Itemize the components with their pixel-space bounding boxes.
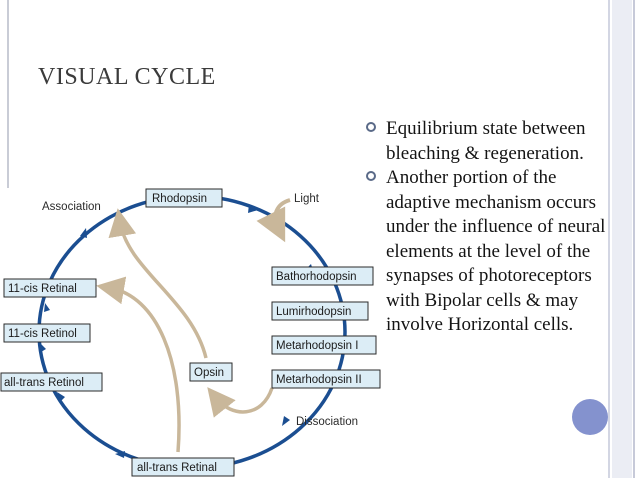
dissociation-arrow bbox=[207, 387, 274, 418]
all-trans-retinol-box: all-trans Retinol bbox=[0, 372, 103, 392]
svg-text:Bathorhodopsin: Bathorhodopsin bbox=[276, 271, 357, 283]
cycle-arrowhead bbox=[115, 451, 125, 458]
retinal-isomerization-arrow bbox=[96, 276, 181, 453]
svg-text:Lumirhodopsin: Lumirhodopsin bbox=[276, 306, 351, 318]
bathorhodopsin-box: Bathorhodopsin bbox=[271, 266, 374, 286]
visual-cycle-diagram: Association Light Dissociation Rhodopsin… bbox=[0, 188, 381, 477]
svg-text:Rhodopsin: Rhodopsin bbox=[152, 193, 207, 205]
cycle-arrowhead bbox=[40, 343, 46, 352]
bullet-list: Equilibrium state between bleaching & re… bbox=[366, 117, 622, 338]
left-accent-rule bbox=[7, 0, 9, 188]
svg-text:Metarhodopsin I: Metarhodopsin I bbox=[276, 340, 358, 352]
association-label: Association bbox=[42, 201, 101, 213]
slide-nav-dot[interactable] bbox=[572, 399, 608, 435]
metarhodopsin-2-box: Metarhodopsin II bbox=[271, 369, 381, 389]
hollow-circle-bullet-icon bbox=[366, 122, 376, 132]
stripe bbox=[633, 0, 635, 478]
cis-retinal-box: 11-cis Retinal bbox=[3, 278, 97, 298]
svg-text:Opsin: Opsin bbox=[194, 367, 224, 379]
cis-retinol-box: 11-cis Retinol bbox=[3, 323, 91, 343]
light-label: Light bbox=[294, 193, 320, 205]
stripe bbox=[612, 0, 632, 478]
svg-text:11-cis Retinal: 11-cis Retinal bbox=[8, 283, 77, 295]
slide-title: VISUAL CYCLE bbox=[38, 64, 216, 90]
opsin-box: Opsin bbox=[189, 362, 233, 382]
bullet-text: Another portion of the adaptive mechanis… bbox=[386, 167, 606, 335]
rhodopsin-box: Rhodopsin bbox=[145, 188, 223, 208]
light-arrow bbox=[256, 198, 291, 243]
cycle-arrowhead bbox=[282, 416, 290, 426]
all-trans-retinal-box: all-trans Retinal bbox=[131, 457, 235, 477]
bullet-text: Equilibrium state between bleaching & re… bbox=[386, 118, 586, 164]
hollow-circle-bullet-icon bbox=[366, 171, 376, 181]
dissociation-label: Dissociation bbox=[296, 416, 358, 428]
opsin-to-rhodopsin-arrow bbox=[108, 208, 208, 359]
bullet-item: Equilibrium state between bleaching & re… bbox=[366, 117, 622, 166]
stripe bbox=[608, 0, 610, 478]
right-decoration bbox=[600, 0, 638, 478]
svg-text:all-trans Retinol: all-trans Retinol bbox=[4, 377, 84, 389]
svg-text:Metarhodopsin II: Metarhodopsin II bbox=[276, 374, 362, 386]
metarhodopsin-1-box: Metarhodopsin I bbox=[271, 335, 377, 355]
lumirhodopsin-box: Lumirhodopsin bbox=[271, 301, 369, 321]
cycle-arrowhead bbox=[80, 228, 87, 238]
cycle-arrowhead bbox=[57, 392, 65, 402]
bullet-item: Another portion of the adaptive mechanis… bbox=[366, 166, 622, 338]
cycle-arrowhead bbox=[44, 303, 50, 312]
svg-text:11-cis Retinol: 11-cis Retinol bbox=[8, 328, 77, 340]
svg-text:all-trans Retinal: all-trans Retinal bbox=[137, 462, 217, 474]
cycle-arrowhead bbox=[248, 204, 258, 213]
